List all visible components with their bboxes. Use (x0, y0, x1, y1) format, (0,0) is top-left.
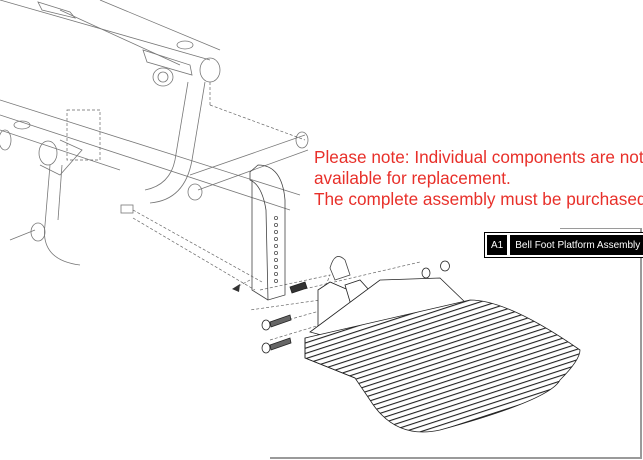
frame-leg (44, 164, 81, 266)
tube-end (199, 57, 221, 83)
guide-arrow (234, 279, 251, 289)
frame-border-top (560, 228, 642, 229)
pin-tube-line (197, 149, 309, 191)
tube-hole (13, 120, 31, 130)
nut (440, 260, 450, 272)
frame-plate (39, 139, 83, 176)
roller-wheel (152, 67, 174, 87)
pin-tube-line (189, 134, 306, 176)
frame-leg (144, 81, 189, 191)
direction-arrow-icon (232, 284, 240, 292)
wheelchair-frame (0, 0, 309, 266)
note-line-3: The complete assembly must be purchased. (314, 189, 643, 209)
part-code: A1 (487, 235, 508, 255)
frame-border-bottom (270, 457, 642, 459)
receiver-block (120, 204, 134, 214)
frame-rail-line (0, 129, 121, 171)
bolt (261, 337, 292, 354)
hanger-body (249, 164, 286, 301)
pin-end (295, 131, 309, 149)
guide-line (209, 104, 306, 141)
wheel-hub (0, 129, 12, 151)
axle-shaft (9, 229, 36, 241)
bell-foot-platform (304, 277, 581, 433)
platform-surface (304, 299, 581, 433)
part-name: Bell Foot Platform Assembly (510, 235, 643, 255)
guide-line (132, 217, 256, 291)
axle-hub (30, 222, 46, 242)
frame-border-right (640, 228, 642, 458)
set-screw (289, 281, 308, 294)
guide-box (66, 109, 101, 161)
hanger-side (251, 180, 269, 301)
pin-end (187, 183, 203, 201)
adjustment-holes (273, 215, 278, 283)
strap-clamp (329, 256, 351, 281)
hanger-bracket (249, 164, 286, 301)
frame-rail-line (0, 114, 291, 211)
platform-front-edge (304, 338, 356, 379)
frame-leg (57, 164, 63, 221)
tube-end (38, 140, 58, 166)
part-callout-label: A1 Bell Foot Platform Assembly (484, 232, 643, 258)
note-line-2: available for replacement. (314, 168, 511, 188)
frame-rail-line (99, 0, 221, 51)
replacement-note: Please note: Individual components are n… (314, 147, 643, 210)
clamp-body (329, 256, 351, 281)
frame-rail-line (0, 99, 301, 196)
guide-line (299, 261, 421, 291)
frame-rail-line (0, 0, 211, 61)
roller-hub (157, 71, 169, 83)
frame-clamp-block (142, 49, 193, 76)
frame-rail-line (59, 9, 181, 66)
tube-top-opening (176, 40, 194, 50)
frame-block (37, 1, 77, 19)
bolt (261, 314, 292, 331)
guide-line (132, 209, 263, 283)
washer (421, 267, 431, 279)
frame-leg (149, 81, 206, 204)
note-line-1: Please note: Individual components are n… (314, 147, 643, 167)
